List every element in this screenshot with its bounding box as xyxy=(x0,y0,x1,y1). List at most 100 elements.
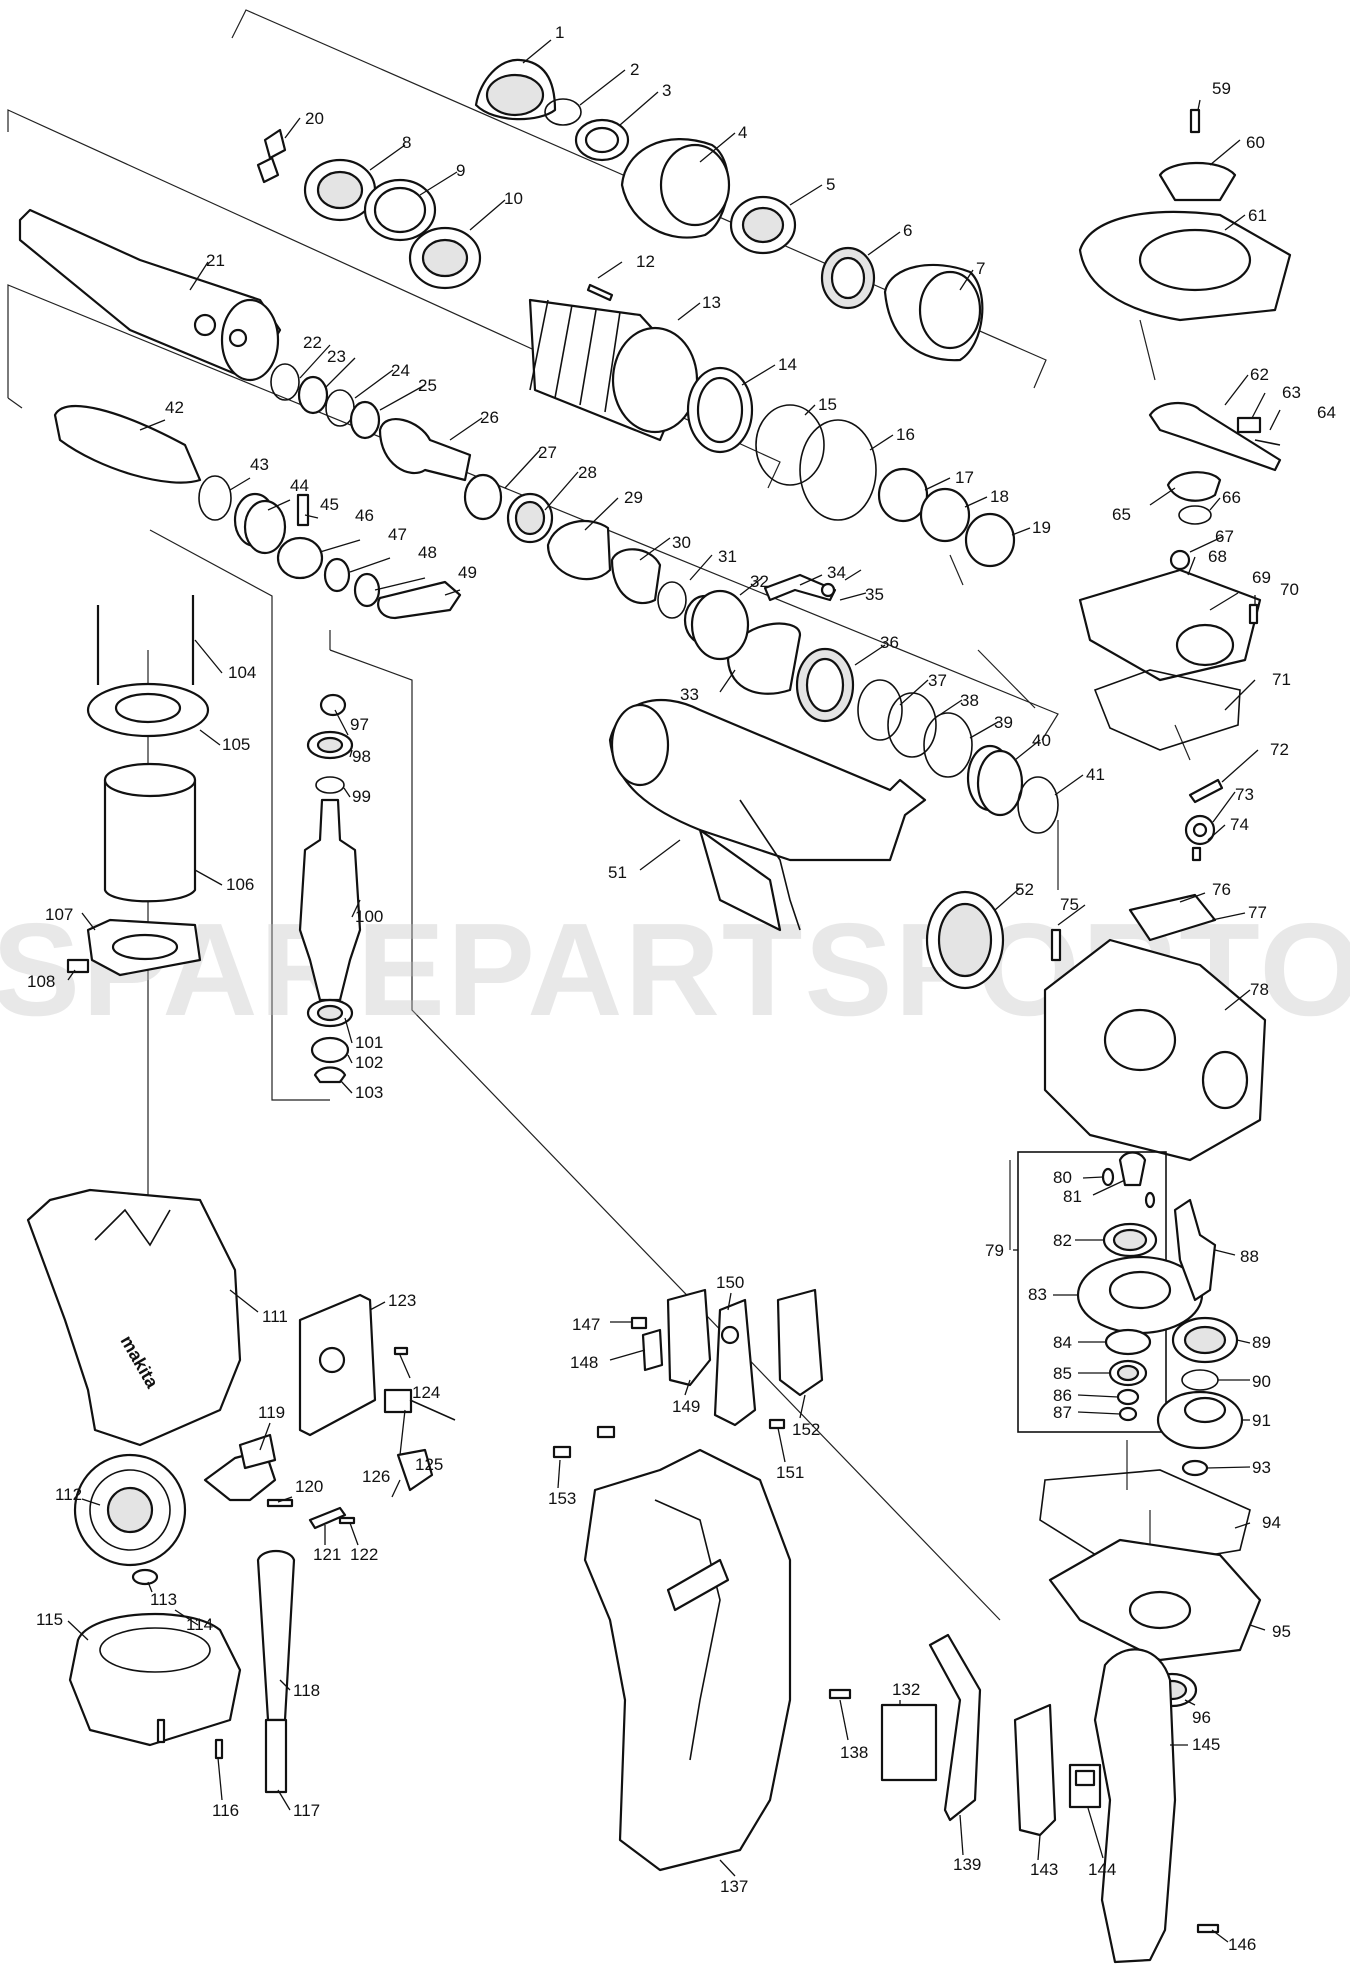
part-label: 98 xyxy=(352,747,371,766)
part-label: 16 xyxy=(896,425,915,444)
part-label: 84 xyxy=(1053,1333,1072,1352)
part-label: 124 xyxy=(412,1383,440,1402)
callout-labels: 1 2 3 4 5 6 7 8 9 10 12 13 14 15 16 17 1… xyxy=(27,23,1336,1954)
part-label: 12 xyxy=(636,252,655,271)
part-label: 22 xyxy=(303,333,322,352)
part-label: 150 xyxy=(716,1273,744,1292)
part-label: 33 xyxy=(680,685,699,704)
part-label: 108 xyxy=(27,972,55,991)
part-label: 89 xyxy=(1252,1333,1271,1352)
part-label: 30 xyxy=(672,533,691,552)
part-label: 18 xyxy=(990,487,1009,506)
part-label: 38 xyxy=(960,691,979,710)
part-label: 52 xyxy=(1015,880,1034,899)
part-label: 105 xyxy=(222,735,250,754)
part-label: 48 xyxy=(418,543,437,562)
part-label: 15 xyxy=(818,395,837,414)
part-label: 144 xyxy=(1088,1860,1116,1879)
part-shapes: makita xyxy=(18,58,1292,1964)
part-label: 25 xyxy=(418,376,437,395)
part-label: 62 xyxy=(1250,365,1269,384)
part-label: 152 xyxy=(792,1420,820,1439)
part-label: 80 xyxy=(1053,1168,1072,1187)
part-label: 103 xyxy=(355,1083,383,1102)
part-label: 116 xyxy=(212,1801,239,1820)
part-label: 143 xyxy=(1030,1860,1058,1879)
part-label: 23 xyxy=(327,347,346,366)
part-label: 139 xyxy=(953,1855,981,1874)
part-label: 70 xyxy=(1280,580,1299,599)
part-label: 67 xyxy=(1215,527,1234,546)
part-label: 73 xyxy=(1235,785,1254,804)
part-label: 7 xyxy=(976,259,985,278)
part-label: 59 xyxy=(1212,79,1231,98)
part-label: 27 xyxy=(538,443,557,462)
part-label: 88 xyxy=(1240,1247,1259,1266)
part-label: 29 xyxy=(624,488,643,507)
part-label: 123 xyxy=(388,1291,416,1310)
part-label: 61 xyxy=(1248,206,1267,225)
part-label: 151 xyxy=(776,1463,804,1482)
part-label: 100 xyxy=(355,907,383,926)
part-label: 149 xyxy=(672,1397,700,1416)
part-label: 41 xyxy=(1086,765,1105,784)
part-label: 72 xyxy=(1270,740,1289,759)
part-label: 36 xyxy=(880,633,899,652)
part-label: 145 xyxy=(1192,1735,1220,1754)
part-label: 79 xyxy=(985,1241,1004,1260)
part-label: 47 xyxy=(388,525,407,544)
part-label: 115 xyxy=(36,1610,63,1629)
part-label: 101 xyxy=(355,1033,383,1052)
part-label: 147 xyxy=(572,1315,600,1334)
part-label: 85 xyxy=(1053,1364,1072,1383)
part-label: 111 xyxy=(262,1307,288,1326)
part-label: 10 xyxy=(504,189,523,208)
part-label: 106 xyxy=(226,875,254,894)
part-label: 40 xyxy=(1032,731,1051,750)
part-label: 119 xyxy=(258,1403,285,1422)
part-label: 117 xyxy=(293,1801,320,1820)
part-label: 20 xyxy=(305,109,324,128)
part-label: 81 xyxy=(1063,1187,1082,1206)
part-label: 42 xyxy=(165,398,184,417)
part-label: 8 xyxy=(402,133,411,152)
part-label: 99 xyxy=(352,787,371,806)
part-label: 120 xyxy=(295,1477,323,1496)
part-label: 132 xyxy=(892,1680,920,1699)
part-label: 32 xyxy=(750,572,769,591)
part-label: 125 xyxy=(415,1455,443,1474)
part-label: 69 xyxy=(1252,568,1271,587)
part-label: 146 xyxy=(1228,1935,1256,1954)
part-label: 21 xyxy=(206,251,225,270)
part-label: 28 xyxy=(578,463,597,482)
part-label: 65 xyxy=(1112,505,1131,524)
part-label: 104 xyxy=(228,663,256,682)
part-label: 39 xyxy=(994,713,1013,732)
part-label: 87 xyxy=(1053,1403,1072,1422)
part-label: 34 xyxy=(827,563,846,582)
part-label: 9 xyxy=(456,161,465,180)
part-label: 63 xyxy=(1282,383,1301,402)
part-label: 76 xyxy=(1212,880,1231,899)
leader-lines xyxy=(67,39,1281,1943)
part-label: 44 xyxy=(290,476,309,495)
part-label: 17 xyxy=(955,468,974,487)
part-label: 66 xyxy=(1222,488,1241,507)
part-label: 83 xyxy=(1028,1285,1047,1304)
part-label: 96 xyxy=(1192,1708,1211,1727)
part-label: 118 xyxy=(293,1681,320,1700)
part-label: 137 xyxy=(720,1877,748,1896)
part-label: 126 xyxy=(362,1467,390,1486)
part-label: 1 xyxy=(555,23,564,42)
part-label: 2 xyxy=(630,60,639,79)
part-label: 94 xyxy=(1262,1513,1281,1532)
part-label: 148 xyxy=(570,1353,598,1372)
part-label: 78 xyxy=(1250,980,1269,999)
part-label: 86 xyxy=(1053,1386,1072,1405)
part-label: 107 xyxy=(45,905,73,924)
part-label: 93 xyxy=(1252,1458,1271,1477)
part-label: 122 xyxy=(350,1545,378,1564)
part-label: 114 xyxy=(186,1615,213,1634)
part-label: 4 xyxy=(738,123,747,142)
part-label: 77 xyxy=(1248,903,1267,922)
